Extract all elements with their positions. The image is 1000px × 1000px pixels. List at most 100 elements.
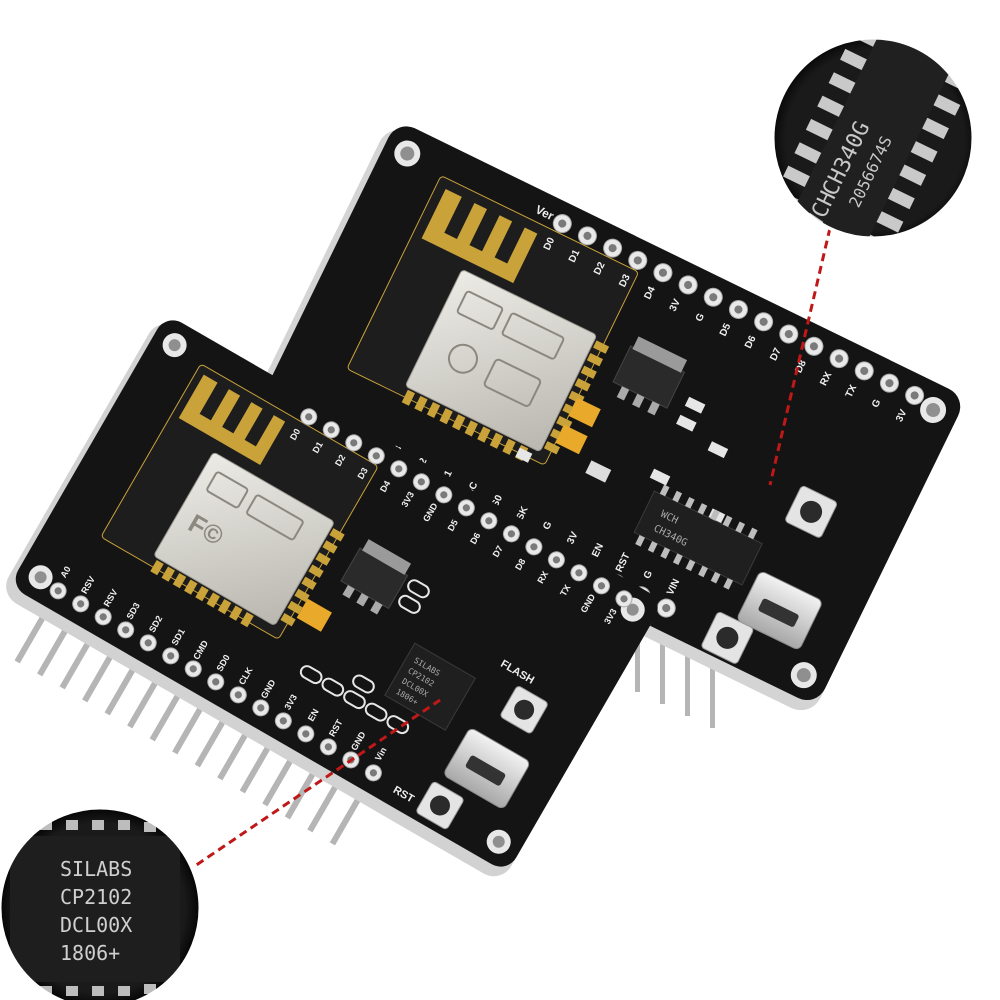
pad-hole bbox=[662, 604, 671, 613]
pad-hole bbox=[189, 665, 197, 673]
zoom-chip-line-2: CP2102 bbox=[60, 885, 132, 909]
pad-hole bbox=[77, 600, 85, 608]
antenna-trace bbox=[178, 374, 286, 465]
pad-hole bbox=[395, 465, 403, 473]
pad-hole bbox=[608, 244, 617, 253]
pin-label: D0 bbox=[288, 427, 302, 442]
pin-label: 3V bbox=[668, 297, 683, 313]
nodemcu-board-cp2102: F© SILABS CP2102 bbox=[6, 320, 658, 877]
zoom-callout-ch340g: CH340G 2056674S WCH bbox=[771, 36, 975, 240]
pin-label: D3 bbox=[355, 466, 369, 481]
header-pin bbox=[660, 614, 665, 704]
pin-label: D8 bbox=[513, 557, 527, 572]
pad-hole bbox=[684, 280, 693, 290]
pad-hole bbox=[302, 730, 310, 738]
pin-label: D1 bbox=[567, 248, 583, 265]
pad-hole bbox=[734, 305, 743, 314]
flash-button[interactable] bbox=[701, 611, 754, 664]
pad-hole bbox=[144, 639, 152, 647]
pad-hole bbox=[507, 530, 515, 538]
micro-usb-port bbox=[737, 572, 822, 650]
chip-leg bbox=[817, 95, 845, 117]
zoom-chip-line-3: DCL00X bbox=[60, 913, 132, 937]
pin-label: A0 bbox=[58, 565, 72, 580]
zoom-chip-line-1: SILABS bbox=[60, 857, 132, 881]
usb-serial-chip-ch340g: WCH CH340G bbox=[633, 484, 763, 590]
pad-hole bbox=[440, 491, 448, 499]
chip-leg bbox=[805, 118, 833, 141]
micro-usb-port bbox=[444, 728, 530, 809]
voltage-regulator bbox=[612, 336, 688, 416]
rf-shield bbox=[154, 452, 334, 625]
pin-label: TX bbox=[558, 583, 572, 598]
pin-label: D4 bbox=[642, 285, 658, 302]
pad-hole bbox=[658, 268, 667, 277]
pin-label: 3V bbox=[894, 408, 909, 424]
pad-hole bbox=[462, 504, 470, 512]
pin-label: D4 bbox=[378, 479, 392, 494]
pad-hole bbox=[809, 342, 818, 351]
pad-hole bbox=[372, 452, 380, 460]
pad-hole bbox=[485, 517, 493, 525]
pad-hole bbox=[784, 330, 793, 339]
pin-label: D0 bbox=[542, 236, 558, 253]
capacitor bbox=[296, 598, 332, 632]
rst-button[interactable] bbox=[415, 781, 464, 830]
pad-hole bbox=[759, 317, 768, 326]
pad-hole bbox=[620, 595, 628, 603]
pin-label: D1 bbox=[310, 440, 324, 455]
usb-serial-chip-cp2102: SILABS CP2102 DCL00X 1806+ bbox=[384, 642, 477, 731]
header-pin bbox=[685, 626, 690, 716]
pad-hole bbox=[885, 379, 894, 388]
pad-hole bbox=[575, 569, 583, 577]
pin-label: TX bbox=[844, 383, 860, 400]
pad-hole bbox=[597, 582, 606, 590]
pad-hole bbox=[167, 652, 175, 660]
pin-label: D6 bbox=[743, 334, 759, 351]
pad-hole bbox=[305, 413, 313, 421]
capacitor bbox=[568, 397, 601, 428]
chip-leg bbox=[876, 211, 904, 233]
zoom-chip-line-4: 1806+ bbox=[60, 941, 120, 965]
pad-hole bbox=[633, 256, 642, 265]
capacitor bbox=[555, 424, 588, 455]
flash-button[interactable] bbox=[500, 685, 549, 734]
esp12-module: F© bbox=[101, 364, 378, 639]
pad-hole bbox=[552, 556, 561, 564]
pin-label: D2 bbox=[592, 260, 608, 277]
pad-hole bbox=[910, 391, 919, 400]
pin-label: 3V bbox=[565, 530, 580, 546]
pin-label: D3 bbox=[617, 272, 633, 289]
pad-hole bbox=[212, 678, 220, 686]
antenna-trace bbox=[421, 188, 538, 284]
chip-leg bbox=[783, 165, 810, 187]
chip-leg bbox=[840, 48, 867, 71]
pad-hole bbox=[54, 587, 62, 595]
pin-label: D6 bbox=[468, 531, 482, 546]
pad-hole bbox=[350, 439, 358, 447]
pad-hole bbox=[122, 626, 130, 634]
esp12-module bbox=[347, 176, 638, 465]
callout-line-top bbox=[768, 227, 832, 486]
pad-hole bbox=[99, 613, 107, 621]
crystal bbox=[585, 460, 612, 483]
pin-label: D5 bbox=[718, 321, 734, 338]
pin-label: EN bbox=[590, 542, 606, 559]
pin-label: D5 bbox=[446, 518, 460, 533]
pad-hole bbox=[257, 704, 265, 712]
pad-hole bbox=[860, 366, 869, 375]
zoom-callout-cp2102: SILABS CP2102 DCL00X 1806+ bbox=[0, 806, 202, 1000]
pad-hole bbox=[835, 354, 844, 363]
rst-button[interactable] bbox=[784, 485, 838, 538]
mounting-hole bbox=[28, 333, 645, 854]
chip-leg bbox=[828, 72, 856, 94]
pad-hole bbox=[417, 478, 425, 486]
pad-hole bbox=[530, 543, 538, 551]
pad-hole bbox=[369, 769, 377, 777]
pad-hole bbox=[279, 717, 287, 725]
pad-hole bbox=[709, 293, 718, 302]
chip-leg bbox=[899, 164, 927, 186]
chip-leg bbox=[922, 117, 949, 140]
chip-leg bbox=[933, 94, 961, 116]
